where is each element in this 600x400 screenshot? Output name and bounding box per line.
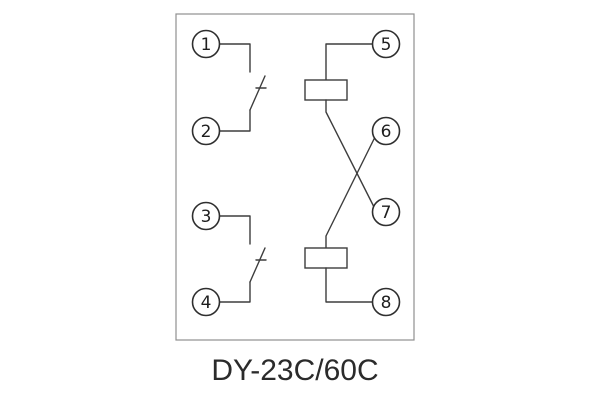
wire-terminal2-lead [218, 109, 251, 132]
terminal-1-label: 1 [201, 35, 212, 55]
terminal-5-label: 5 [381, 35, 392, 55]
terminal-2: 2 [191, 116, 221, 146]
wire-terminal6-to-bottom-coil [325, 136, 376, 249]
wire-terminal4-lead [218, 281, 251, 303]
terminal-4: 4 [191, 287, 221, 317]
wire-terminal3-lead [218, 215, 251, 245]
terminal-6-label: 6 [381, 122, 392, 142]
coil-bottom [304, 247, 348, 269]
case-outline [175, 13, 415, 341]
wire-bottom-coil-to-terminal8 [325, 267, 374, 303]
diagram-caption: DY-23C/60C [211, 354, 378, 387]
terminal-8: 8 [371, 287, 401, 317]
terminal-8-label: 8 [381, 293, 392, 313]
contact-blade-1 [249, 75, 266, 111]
terminal-2-label: 2 [201, 122, 212, 142]
wire-terminal5-to-top-coil [325, 43, 374, 81]
contact-blade-2 [249, 247, 266, 283]
terminal-3-label: 3 [201, 207, 212, 227]
terminal-4-label: 4 [201, 293, 212, 313]
wire-top-coil-to-terminal7 [325, 99, 375, 208]
wire-terminal1-lead [218, 43, 251, 73]
terminal-7-label: 7 [381, 203, 392, 223]
terminal-7: 7 [371, 197, 401, 227]
terminal-3: 3 [191, 201, 221, 231]
coil-top [304, 79, 348, 101]
terminal-6: 6 [371, 116, 401, 146]
terminal-5: 5 [371, 29, 401, 59]
terminal-1: 1 [191, 29, 221, 59]
